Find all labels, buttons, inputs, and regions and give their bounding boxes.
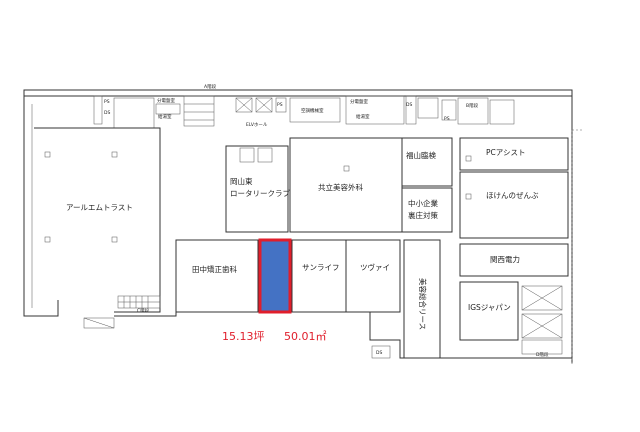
room-kansai-label: 関西電力 [490, 254, 520, 264]
room-fukuyama-label: 福山臨検 [406, 150, 436, 160]
room-sunlife-label: サンライフ [302, 263, 340, 272]
room-tanaka-label: 田中矯正歯科 [192, 264, 237, 274]
room-igs: IGSジャパン [459, 281, 519, 341]
room-rotary-label-1: 岡山東 [230, 176, 253, 186]
stair-b-label: B階段 [466, 102, 479, 109]
stair-a-label: A階段 [204, 83, 217, 90]
room-tsuvai-label: ツヴァイ [360, 262, 390, 272]
toilet-label-2: 給湯室 [356, 113, 370, 120]
room-pc-assist-label: PCアシスト [486, 148, 525, 157]
room-chusho-label-2: 裏庄対策 [408, 210, 438, 220]
room-bikkoku-label: 美容総合リース [418, 278, 428, 330]
vacancy-area-tsubo: 15.13坪 [222, 330, 265, 343]
ds-label-3: DS [376, 350, 382, 356]
elevator-bank-top: PS ELVホール [235, 97, 287, 128]
aircon-room-label: 空調機械室 [301, 107, 324, 114]
room-chusho-label-1: 中小企業 [408, 198, 438, 208]
room-rotary: 岡山東 ロータリークラブ [225, 145, 290, 233]
ps-label-2: PS [277, 102, 283, 108]
ps-label-1: PS [104, 99, 110, 105]
room-chusho: 中小企業 裏庄対策 [401, 187, 453, 233]
room-bikkoku: 美容総合リース [403, 239, 441, 359]
stair-c-label: C階段 [137, 307, 150, 314]
service-core-top-left: PS DS 分電盤室 給湯室 [93, 95, 215, 129]
stair-d-label: D階段 [536, 351, 549, 358]
ds-label-2: DS [406, 102, 412, 108]
stair-c [83, 295, 161, 329]
room-sunlife: サンライフ [291, 239, 347, 313]
room-igs-label: IGSジャパン [468, 303, 511, 312]
vacancy-unit[interactable] [258, 238, 292, 314]
elv-hall-label: ELVホール [246, 122, 268, 128]
room-arm-trust: アールエムトラスト [34, 127, 161, 313]
ps-label-3: PS [444, 116, 450, 122]
vacancy-area-m2: 50.01㎡ [284, 330, 327, 343]
room-arm-trust-label: アールエムトラスト [66, 203, 133, 212]
room-hoken: ほけんのぜんぶ [459, 171, 569, 239]
room-kansai: 関西電力 [459, 243, 569, 277]
toilet-mf-label-1: 分電盤室 [157, 97, 175, 104]
room-kyoritsu-label: 共立美容外科 [318, 182, 363, 192]
room-fukuyama: 福山臨検 [401, 137, 453, 187]
room-rotary-label-2: ロータリークラブ [230, 188, 290, 198]
room-tsuvai: ツヴァイ [345, 239, 401, 313]
building-outline [23, 89, 584, 364]
room-tanaka: 田中矯正歯科 [175, 239, 259, 313]
room-pc-assist: PCアシスト [459, 137, 569, 171]
toilet-label-1: 給湯室 [158, 113, 172, 120]
elevator-bank-right [521, 285, 563, 355]
toilet-mf-label-2: 分電盤室 [350, 98, 368, 105]
service-core-top-right: 分電盤室 給湯室 DS PS [345, 95, 515, 125]
room-kyoritsu: 共立美容外科 [289, 137, 403, 233]
ds-label-1: DS [104, 110, 110, 116]
room-hoken-label: ほけんのぜんぶ [486, 191, 539, 200]
